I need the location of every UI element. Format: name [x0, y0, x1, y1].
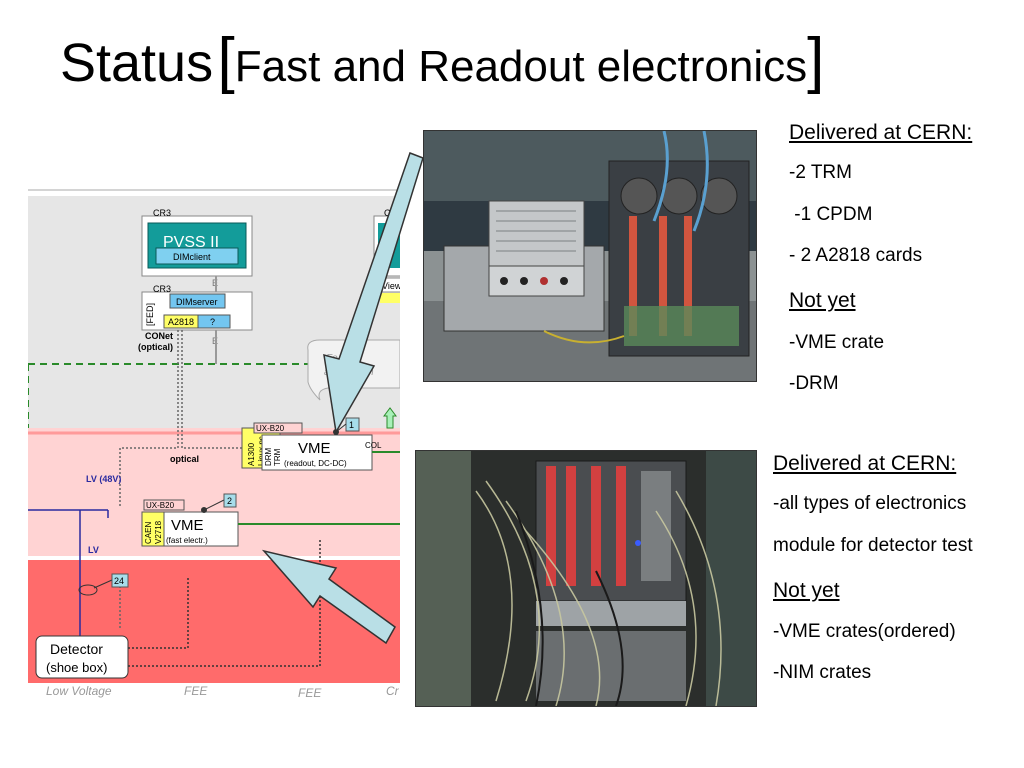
act-partial-label: act [324, 367, 339, 378]
bottom-delivered-heading: Delivered at CERN: [773, 452, 957, 475]
a2818-label: A2818 [168, 317, 194, 327]
vme-fast-box [163, 511, 239, 547]
title-status: Status [60, 33, 214, 93]
fo-partial-label: Fo [326, 353, 338, 364]
dimclient-block [155, 247, 239, 265]
fee2-label: FEE [298, 686, 322, 700]
system-diagram: CR3 PVSS II DIMclient C View CR3 [FED] D… [28, 178, 400, 703]
top-delivered-heading: Delivered at CERN: [789, 121, 973, 144]
uxb20-a-label: UX-B20 [256, 424, 285, 433]
bottom-not-yet-item: -VME crates(ordered) [773, 621, 956, 642]
cr3-mid-label: CR3 [153, 284, 171, 294]
vme2-label: VME [171, 517, 204, 534]
title-open-bracket: [ [217, 26, 235, 95]
badge-24 [111, 573, 129, 588]
zone-top [28, 178, 400, 190]
bottom-not-yet-item: -NIM crates [773, 662, 872, 683]
lv48-label: LV (48V) [86, 474, 121, 484]
slide-title: Status [Fast and Readout electronics] [60, 30, 824, 92]
low-voltage-label: Low Voltage [46, 684, 112, 698]
bottom-delivered-item: module for detector test [773, 535, 973, 556]
v2718-label: V2718 [154, 520, 163, 544]
top-delivered-item: - 2 A2818 cards [789, 245, 923, 266]
vme1-label: VME [298, 440, 331, 457]
pvss-label: PVSS II [163, 234, 219, 251]
trm-label: TRM [273, 448, 282, 466]
bottom-delivered-item: -all types of electronics [773, 493, 967, 514]
ctrl-label: COL [365, 441, 382, 450]
dimserver-block [169, 293, 226, 309]
fee1-label: FEE [184, 684, 208, 698]
detector-label: Detector [50, 641, 103, 657]
uxb20-b-label: UX-B20 [146, 501, 175, 510]
view-partial-label: View [382, 281, 400, 291]
detector-box [35, 635, 129, 679]
electronics-rack-photo [415, 450, 757, 707]
badge-2-label: 2 [227, 496, 232, 506]
fed-label: [FED] [145, 303, 155, 326]
conet-label: CONet [145, 331, 173, 341]
vme1-sub-label: (readout, DC-DC) [284, 459, 347, 468]
shoebox-label: (shoe box) [46, 660, 107, 675]
optical-paren-label: (optical) [138, 342, 173, 352]
cr-partial-label: Cr [386, 684, 400, 698]
lab-bench-photo [423, 130, 757, 382]
top-not-yet-item: -DRM [789, 373, 839, 394]
cr3-top-label: CR3 [153, 208, 171, 218]
badge-1-label: 1 [349, 420, 354, 430]
question-block [197, 314, 231, 329]
optical-label: optical [170, 454, 199, 464]
a1300-label: A1300 [247, 442, 256, 466]
top-delivered-item: -1 CPDM [789, 204, 873, 225]
drm-label: DRM [264, 447, 273, 466]
dimclient-label: DIMclient [173, 252, 211, 262]
bottom-not-yet-heading: Not yet [773, 579, 840, 602]
caen-label: CAEN [144, 522, 153, 544]
title-close-bracket: ] [807, 26, 825, 95]
c-partial-label: C [384, 208, 391, 218]
question-label: ? [210, 317, 215, 327]
lv-label: LV [88, 545, 99, 555]
badge-24-label: 24 [114, 576, 124, 586]
top-not-yet-item: -VME crate [789, 332, 885, 353]
top-delivered-item: -2 TRM [789, 162, 852, 183]
n-partial-label: n [368, 367, 374, 378]
badge-2 [223, 493, 237, 508]
top-not-yet-heading: Not yet [789, 289, 856, 312]
vme2-sub-label: (fast electr.) [166, 536, 208, 545]
dimserver-label: DIMserver [176, 297, 218, 307]
title-subtitle: Fast and Readout electronics [234, 42, 808, 91]
